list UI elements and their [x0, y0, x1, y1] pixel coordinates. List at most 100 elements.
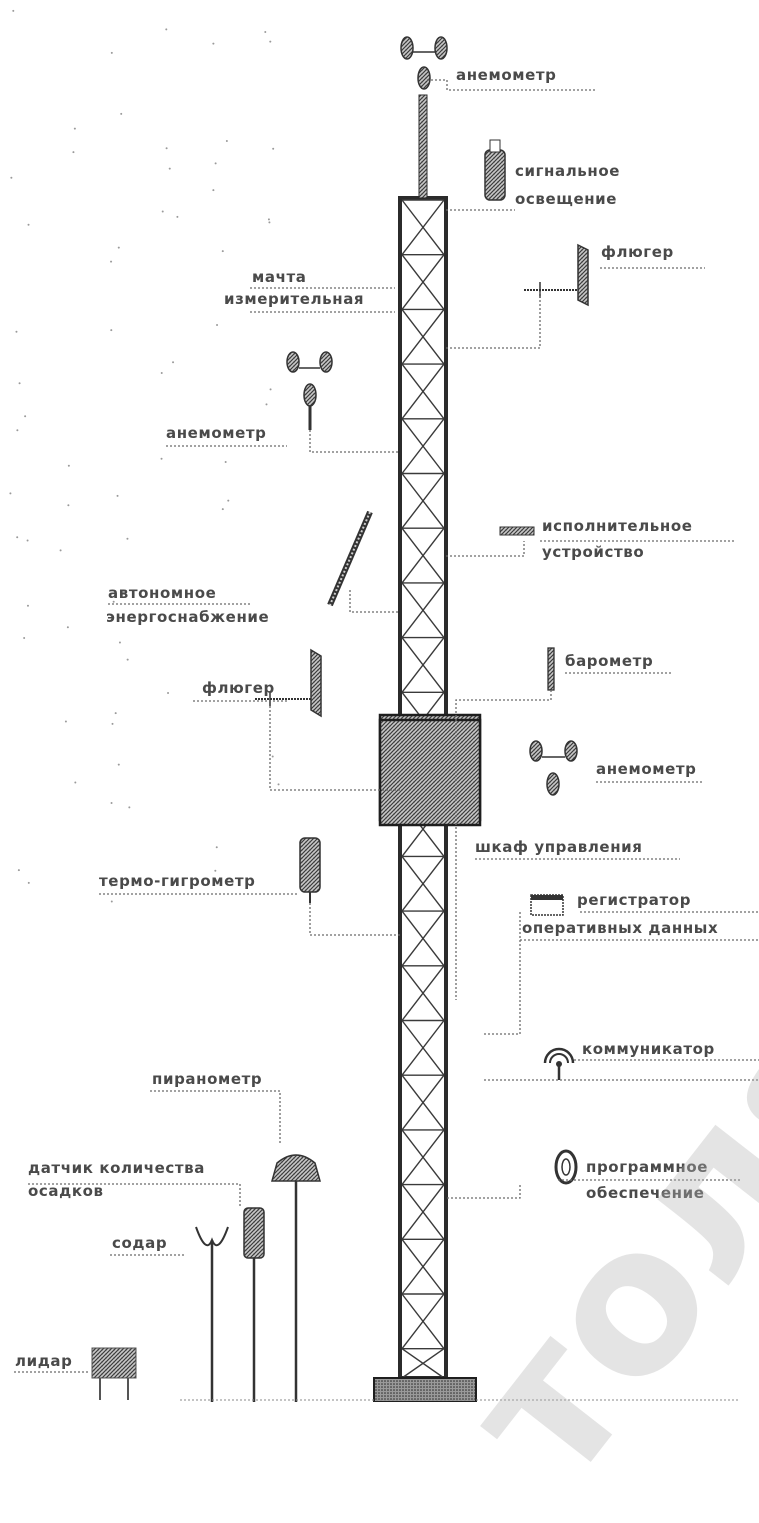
label-power-supply-line1: автономное: [108, 584, 217, 602]
anemometer-top-icon: [400, 36, 448, 90]
background-dot: [15, 330, 18, 333]
background-dots: [9, 9, 280, 903]
mast-lattice-strut: [401, 582, 445, 639]
label-wind-vane-right: флюгер: [601, 243, 674, 261]
background-dot: [269, 40, 272, 43]
background-dot: [215, 846, 218, 849]
background-dot: [16, 429, 19, 432]
background-dot: [268, 221, 271, 224]
background-dot: [112, 600, 115, 603]
lidar-icon: [91, 1347, 137, 1400]
label-mast-line2: измерительная: [224, 290, 365, 308]
label-thermo-hygrometer: термо-гигрометр: [99, 872, 256, 890]
background-dot: [117, 246, 120, 249]
background-dot: [126, 658, 129, 661]
mast-lattice-strut: [401, 1184, 445, 1240]
communicator-icon: [543, 1047, 575, 1080]
anemometer-left-icon: [286, 351, 333, 430]
background-dot: [27, 881, 30, 884]
signal-light-icon: [484, 139, 506, 201]
background-dot: [165, 147, 168, 150]
label-software-line2: обеспечение: [586, 1184, 705, 1202]
mast-lattice-strut: [401, 418, 445, 474]
background-dot: [12, 9, 15, 12]
background-dot: [118, 641, 121, 644]
background-dot: [10, 176, 13, 179]
anemometer-right-icon: [529, 740, 578, 796]
mast-lattice-strut: [401, 473, 445, 529]
control-cabinet-icon: [378, 713, 482, 827]
label-anemometer-right: анемометр: [596, 760, 697, 778]
wind-vane-right-icon: [524, 243, 589, 307]
background-dot: [73, 127, 76, 130]
background-dot: [72, 151, 75, 154]
background-dot: [114, 712, 117, 715]
label-actuator-line1: исполнительное: [542, 517, 693, 535]
software-disc-icon: [554, 1149, 578, 1185]
label-precipitation-line1: датчик количества: [28, 1159, 205, 1177]
background-dot: [224, 461, 227, 464]
background-dot: [214, 869, 217, 872]
mast-lattice-strut: [401, 527, 445, 584]
background-dot: [271, 755, 274, 758]
background-dot: [165, 28, 168, 31]
leader-lines: [14, 79, 759, 1373]
label-actuator-line2: устройство: [542, 543, 645, 561]
label-data-logger-line1: регистратор: [577, 891, 692, 909]
background-dot: [269, 388, 272, 391]
background-dot: [227, 499, 230, 502]
background-dot: [26, 539, 29, 542]
mast-lattice-strut: [401, 910, 445, 967]
background-dot: [26, 604, 29, 607]
label-data-logger-line2: оперативных данных: [522, 919, 719, 937]
pyranometer-icon: [271, 1154, 321, 1402]
background-dot: [59, 549, 62, 552]
background-dot: [172, 361, 175, 364]
background-dot: [267, 218, 270, 221]
background-dot: [17, 869, 20, 872]
background-dot: [16, 536, 19, 539]
label-control-cabinet: шкаф управления: [475, 838, 643, 856]
mast-diagram: [9, 9, 759, 1402]
actuator-icon: [499, 526, 535, 536]
background-dot: [64, 720, 67, 723]
label-anemometer-top: анемометр: [456, 66, 557, 84]
background-dot: [277, 783, 280, 786]
background-dot: [214, 162, 217, 165]
background-dot: [212, 189, 215, 192]
background-dot: [160, 372, 163, 375]
wind-vane-left-icon: [255, 648, 322, 718]
background-dot: [116, 494, 119, 497]
mast-lattice-strut: [401, 1293, 445, 1350]
background-dot: [216, 324, 219, 327]
mast-lattice-strut: [401, 637, 445, 693]
mast-lattice-strut: [401, 199, 445, 256]
background-dot: [9, 492, 12, 495]
background-dot: [27, 223, 30, 226]
mast-lattice-strut: [401, 1238, 445, 1295]
solar-panel-icon: [327, 510, 373, 607]
thermo-hygrometer-icon: [299, 837, 321, 903]
background-dot: [160, 457, 163, 460]
background-dot: [117, 763, 120, 766]
background-dot: [127, 619, 130, 622]
background-dot: [212, 42, 215, 45]
label-precipitation-line2: осадков: [28, 1182, 104, 1200]
label-mast-line1: мачта: [252, 268, 307, 286]
background-dot: [161, 210, 164, 213]
data-logger-icon: [530, 894, 564, 916]
background-dot: [110, 329, 113, 332]
background-dot: [128, 806, 131, 809]
label-barometer: барометр: [565, 652, 654, 670]
mast-lattice-strut: [401, 1129, 445, 1186]
mast-lattice-strut: [401, 1020, 445, 1076]
background-dot: [110, 801, 113, 804]
label-power-supply-line2: энергоснабжение: [106, 608, 270, 626]
background-dot: [67, 464, 70, 467]
background-dot: [24, 415, 27, 418]
background-dot: [167, 692, 170, 695]
background-dot: [264, 30, 267, 33]
background-dot: [221, 250, 224, 253]
background-dot: [126, 537, 129, 540]
label-wind-vane-left: флюгер: [202, 679, 275, 697]
